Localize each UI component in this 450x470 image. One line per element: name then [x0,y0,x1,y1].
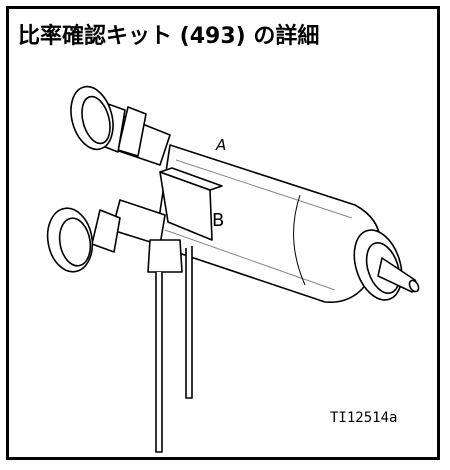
tee-fitting [147,239,183,273]
tube-left [155,272,163,453]
port-a-label: A [216,136,227,154]
tube-right [185,246,193,399]
page-title: 比率確認キット (493) の詳細 [18,24,320,49]
port-b-label: B [212,210,225,231]
figure-id: TI12514a [330,410,398,426]
